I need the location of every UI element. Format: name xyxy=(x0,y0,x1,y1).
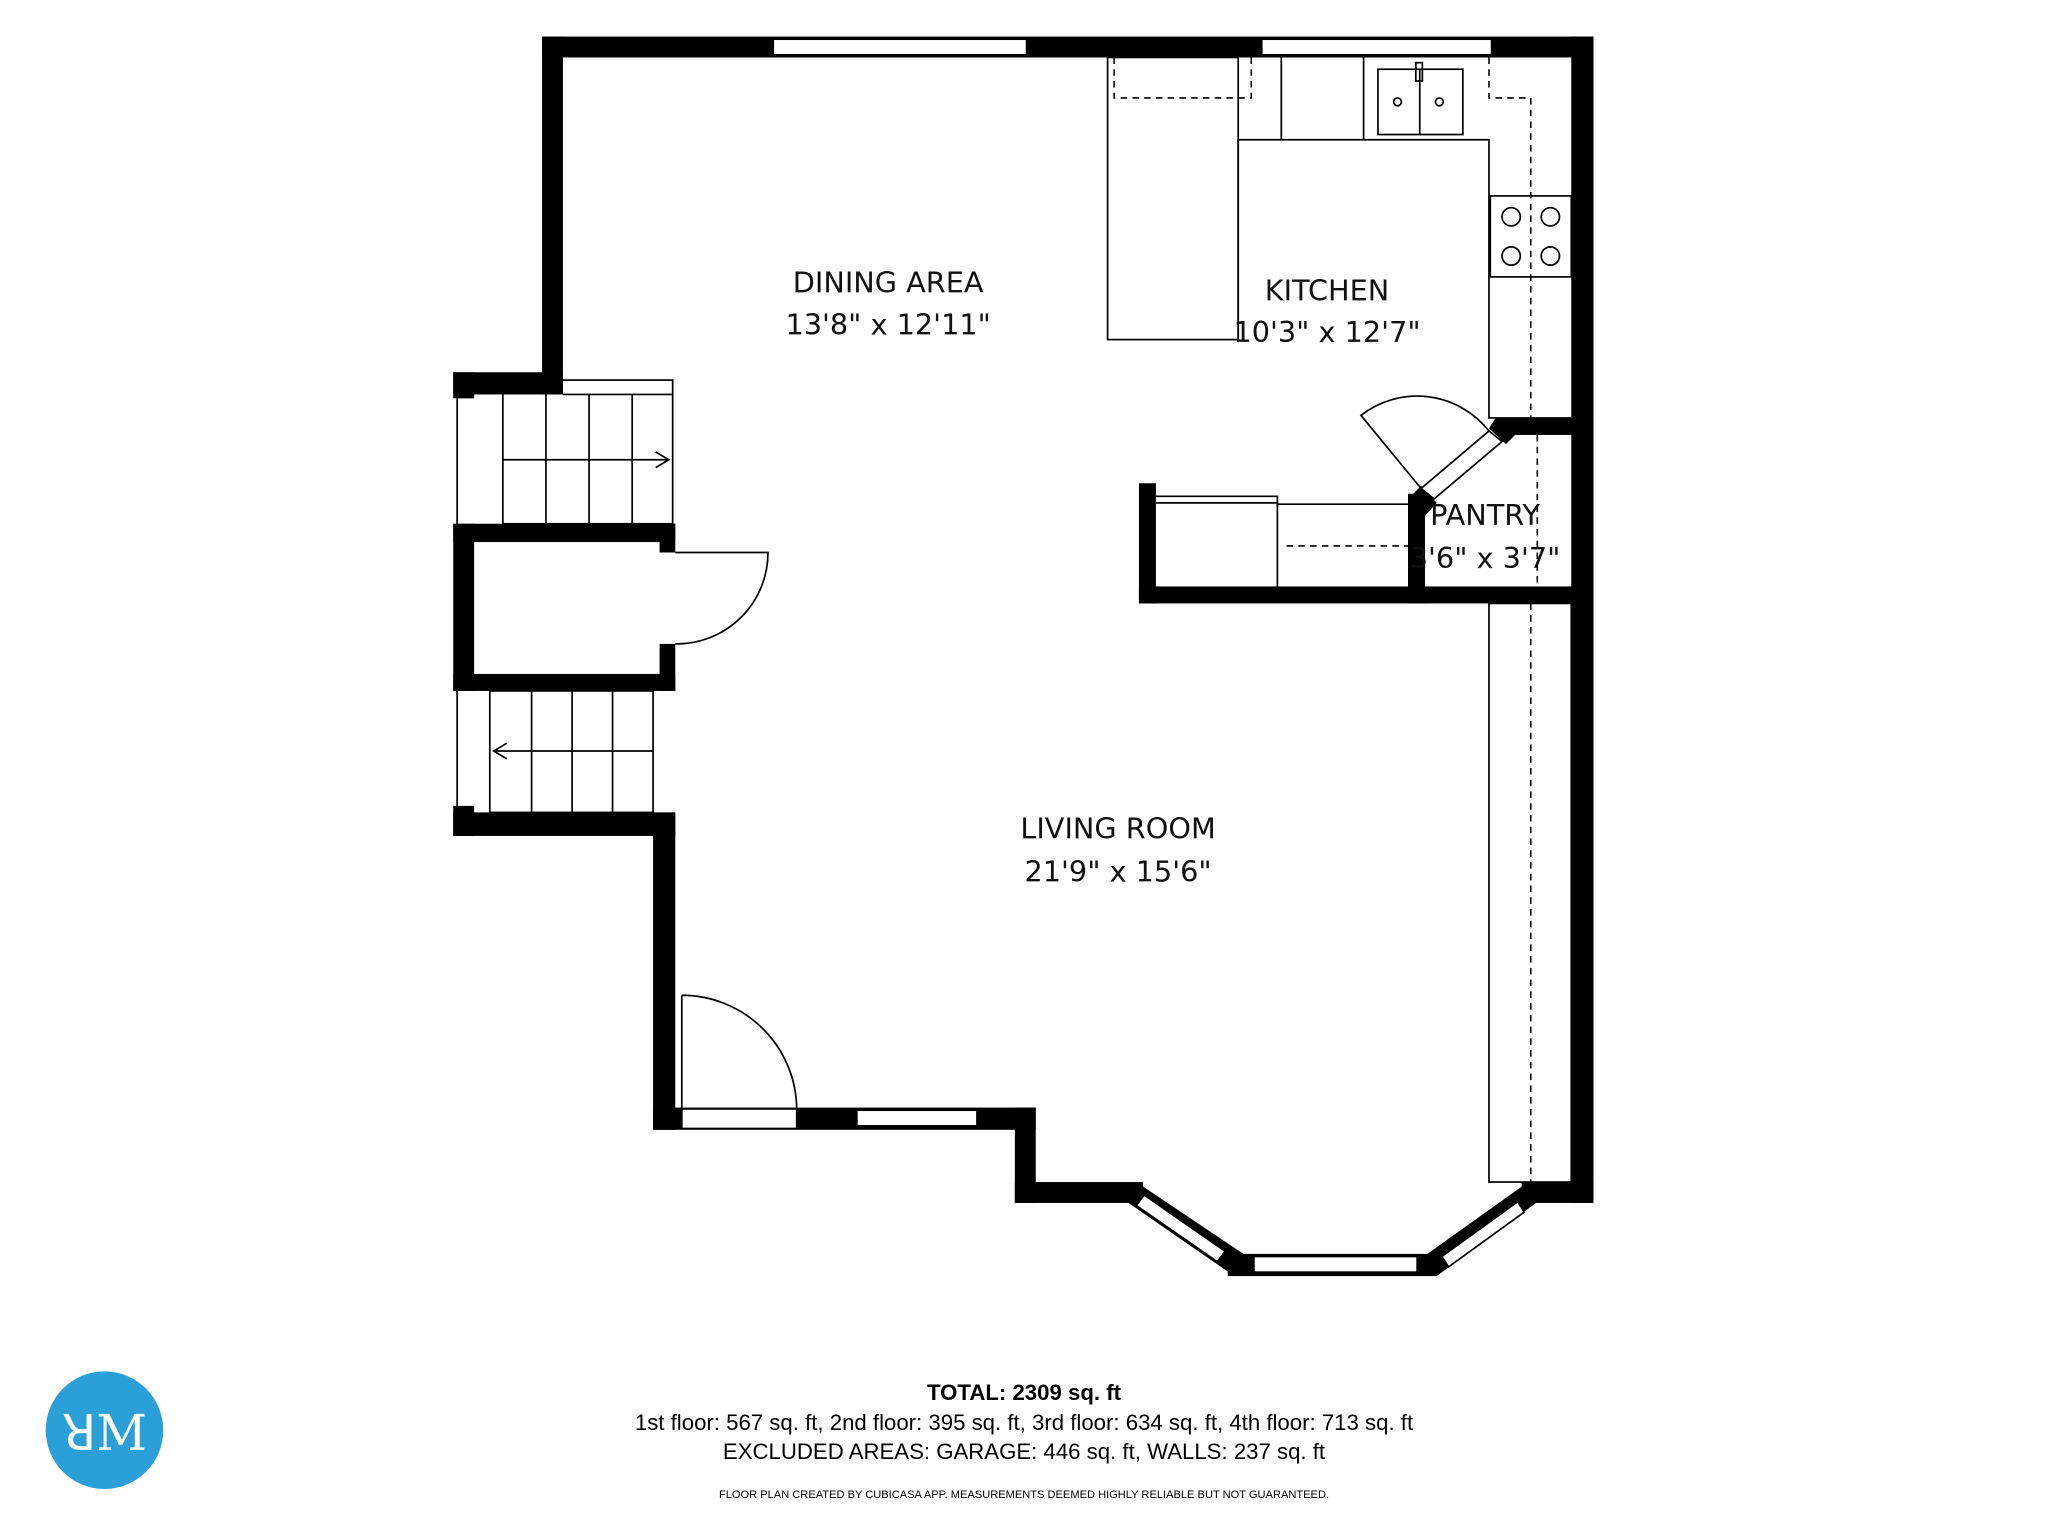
entry-door xyxy=(680,994,798,1109)
total-area: TOTAL: 2309 sq. ft xyxy=(927,1380,1122,1405)
fixtures xyxy=(456,56,1573,1183)
window xyxy=(855,1109,978,1127)
room-size-dining: 13'8" x 12'11" xyxy=(785,307,990,341)
room-name-dining: DINING AREA xyxy=(793,266,984,300)
stairs-up-arrow xyxy=(502,451,671,469)
closet-door xyxy=(675,551,769,645)
area-summary: TOTAL: 2309 sq. ft 1st floor: 567 sq. ft… xyxy=(635,1380,1413,1501)
window xyxy=(1260,38,1493,56)
room-name-kitchen: KITCHEN xyxy=(1265,273,1389,307)
stove xyxy=(1489,195,1573,278)
room-name-pantry: PANTRY xyxy=(1430,498,1540,532)
excluded-areas: EXCLUDED AREAS: GARAGE: 446 sq. ft, WALL… xyxy=(723,1439,1325,1464)
island xyxy=(1106,56,1240,341)
pantry-door xyxy=(1419,429,1504,501)
window xyxy=(1440,1200,1526,1269)
logo: ꓤM xyxy=(45,1371,164,1489)
svg-text:ꓤM: ꓤM xyxy=(62,1404,147,1462)
room-name-living: LIVING ROOM xyxy=(1020,812,1215,846)
disclaimer: FLOOR PLAN CREATED BY CUBICASA APP. MEAS… xyxy=(719,1489,1329,1501)
walls xyxy=(453,36,1594,1277)
stairs-down-arrow xyxy=(492,742,654,760)
window xyxy=(1253,1255,1418,1274)
doorway xyxy=(680,1108,798,1130)
window xyxy=(772,38,1028,56)
room-size-kitchen: 10'3" x 12'7" xyxy=(1233,315,1420,349)
room-size-pantry: 3'6" x 3'7" xyxy=(1410,541,1561,575)
floor-areas: 1st floor: 567 sq. ft, 2nd floor: 395 sq… xyxy=(635,1410,1413,1435)
room-size-living: 21'9" x 15'6" xyxy=(1024,855,1211,889)
window xyxy=(1135,1193,1227,1263)
room-labels: DINING AREA 13'8" x 12'11" KITCHEN 10'3"… xyxy=(785,266,1560,889)
